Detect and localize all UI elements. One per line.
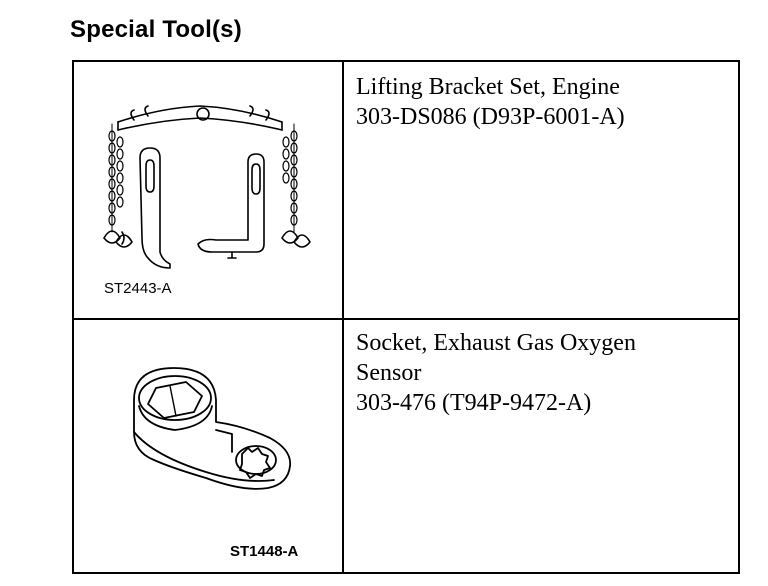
description-line: 303-DS086 (D93P-6001-A) <box>356 104 625 130</box>
figure-label: ST1448-A <box>230 543 299 560</box>
page-heading: Special Tool(s) <box>70 16 242 43</box>
tool-description: Lifting Bracket Set, Engine 303-DS086 (D… <box>356 72 726 132</box>
oxygen-sensor-socket-illustration <box>133 367 292 490</box>
special-tools-table: ST2443-A Lifting Bracket Set, Engine 303… <box>72 60 740 574</box>
description-line: Sensor <box>356 360 422 386</box>
table-row-divider <box>74 318 738 320</box>
table-column-divider <box>342 62 344 572</box>
tool-description: Socket, Exhaust Gas Oxygen Sensor 303-47… <box>356 328 726 418</box>
figure-label: ST2443-A <box>104 280 172 297</box>
lifting-bracket-set-illustration <box>103 105 311 269</box>
description-line: Lifting Bracket Set, Engine <box>356 74 620 100</box>
description-line: Socket, Exhaust Gas Oxygen <box>356 330 636 356</box>
description-line: 303-476 (T94P-9472-A) <box>356 390 592 416</box>
